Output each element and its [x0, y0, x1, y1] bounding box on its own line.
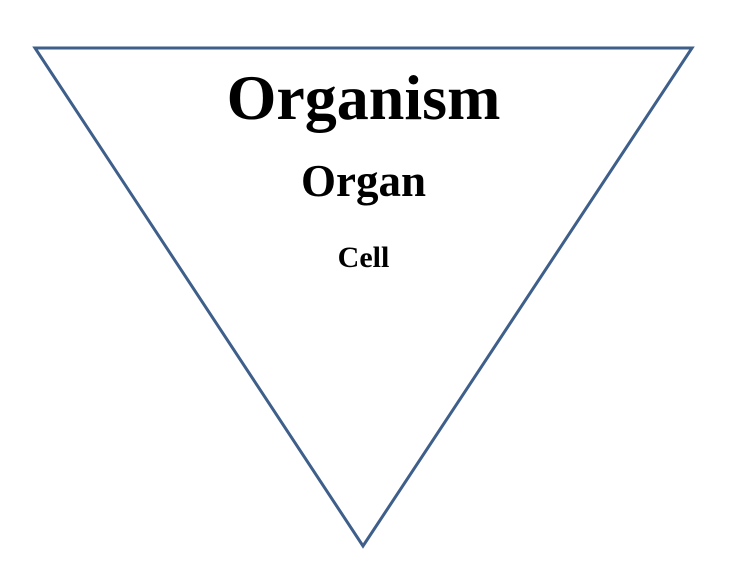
level-organ: Organ	[300, 156, 426, 206]
level-cell: Cell	[337, 241, 390, 274]
level-organism: Organism	[226, 62, 501, 133]
triangle-outline	[32, 46, 695, 549]
